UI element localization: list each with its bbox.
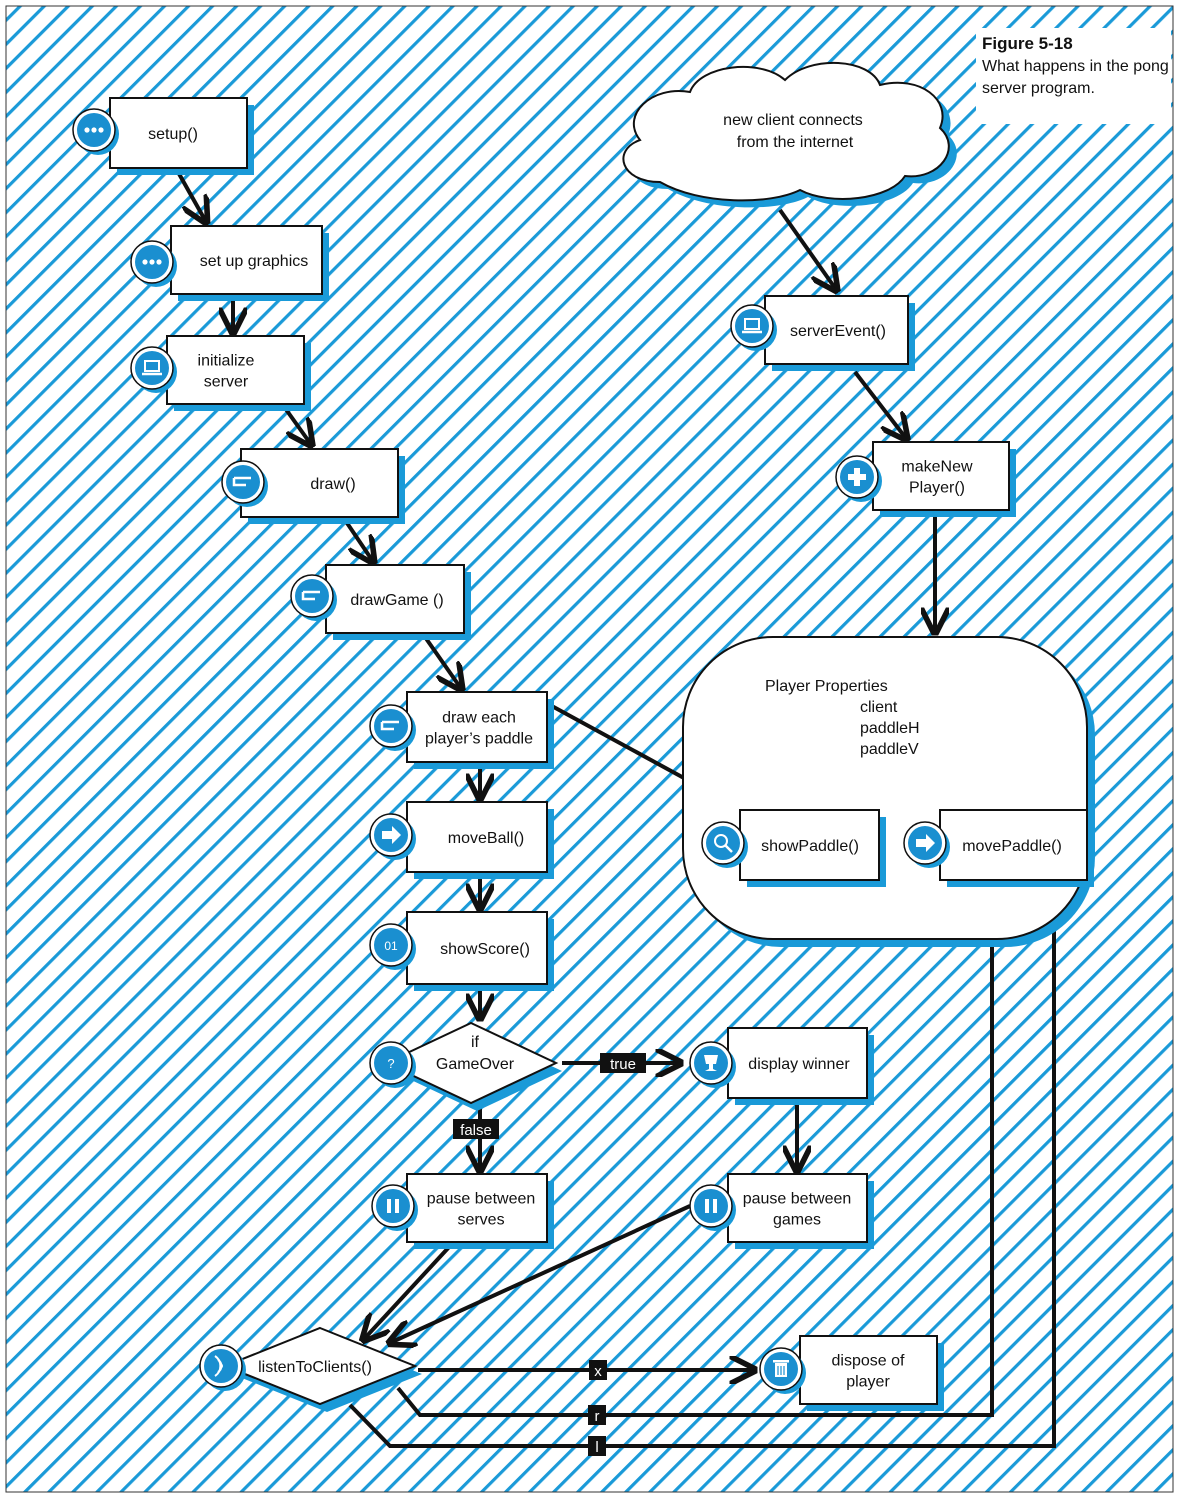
gameover-text-1: if [471, 1034, 480, 1051]
cloud-text-1: new client connects [723, 112, 863, 129]
player-properties-panel: Player Properties client paddleH paddleV [682, 636, 1095, 947]
node-draw-paddle: draw each player’s paddle [369, 691, 554, 769]
trophy-icon [689, 1041, 736, 1088]
node-show-paddle-text-1: showPaddle() [761, 838, 859, 855]
node-pause-games-text-2: games [773, 1212, 821, 1229]
node-draw-paddle-text-2: player’s paddle [425, 731, 533, 748]
nodes-layer: setup() set up graphics initialize server dr… [72, 97, 1094, 1411]
node-pause-games-text-1: pause between [743, 1191, 852, 1208]
node-setup-graphics: set up graphics [130, 225, 329, 301]
node-make-player-text-1: makeNew [901, 459, 973, 476]
binary-icon: 01 [369, 923, 416, 970]
pen-icon [221, 460, 268, 507]
edge-pausegames-listen [392, 1204, 691, 1342]
arrow-right-icon [369, 813, 416, 860]
ellipsis-icon [72, 108, 119, 155]
cloud-node: new client connects from the internet [622, 62, 957, 208]
edge-drawgame-paddle [423, 635, 460, 687]
listen-decision: listenToClients() [222, 1326, 422, 1412]
true-tag [600, 1053, 646, 1073]
node-pause-games: pause between games [689, 1173, 874, 1249]
pen-icon [369, 704, 416, 751]
node-show-score: showScore() 01 [369, 911, 554, 991]
figure-description: What happens in the pong server program. [982, 58, 1169, 97]
player-field-paddleH: paddleH [860, 720, 920, 737]
node-server-event: serverEvent() [730, 295, 915, 371]
node-dispose-text-1: dispose of [832, 1353, 905, 1370]
node-init-server-text-2: server [204, 374, 249, 391]
edge-listen-movepaddle-r [396, 880, 992, 1417]
laptop-icon [130, 346, 177, 393]
node-server-event-text-1: serverEvent() [790, 323, 886, 340]
true-label: true [610, 1056, 636, 1073]
player-field-paddleV: paddleV [860, 741, 919, 758]
laptop-icon [730, 304, 777, 351]
node-init-server: initialize server [130, 335, 311, 411]
false-label: false [460, 1122, 492, 1139]
player-properties-title: Player Properties [765, 678, 888, 695]
listen-text: listenToClients() [258, 1359, 372, 1376]
x-label: x [594, 1363, 602, 1380]
signal-icon [199, 1344, 246, 1391]
l-tag [588, 1436, 606, 1456]
node-pause-serves-text-1: pause between [427, 1191, 536, 1208]
node-display-winner: display winner [689, 1027, 874, 1105]
edge-pauseserves-listen [365, 1244, 452, 1338]
node-dispose-text-2: player [846, 1374, 890, 1391]
arrow-right-icon [903, 821, 950, 868]
node-setup-text-1: setup() [148, 126, 198, 143]
pause-icon [689, 1184, 736, 1231]
pen-icon [290, 574, 337, 621]
edge-cloud-serverevent [778, 208, 835, 288]
node-pause-serves: pause between serves [371, 1173, 554, 1249]
trash-icon [759, 1347, 806, 1394]
edge-serverevent-makeplayer [853, 370, 905, 437]
node-display-winner-text-1: display winner [748, 1056, 850, 1073]
edge-draw-drawgame [343, 518, 372, 560]
node-setup: setup() [72, 97, 254, 175]
r-tag [588, 1405, 606, 1425]
pause-icon [371, 1184, 418, 1231]
node-move-ball: moveBall() [369, 801, 554, 879]
node-move-paddle: movePaddle() [903, 809, 1094, 887]
diagram-frame [5, 5, 1174, 1493]
edge-setup-graphics [176, 171, 205, 220]
ellipsis-icon [130, 240, 177, 287]
gameover-decision: if GameOver [383, 1021, 562, 1111]
node-show-score-text-1: showScore() [440, 941, 530, 958]
false-tag [453, 1119, 499, 1139]
node-draw: draw() [221, 448, 405, 524]
edge-labels: true false x r l [453, 1053, 646, 1456]
l-label: l [595, 1439, 598, 1456]
node-move-paddle-text-1: movePaddle() [962, 838, 1062, 855]
node-draw-game-text-1: drawGame () [350, 592, 443, 609]
node-draw-game: drawGame () [290, 564, 471, 640]
node-draw-text-1: draw() [310, 476, 355, 493]
node-setup-graphics-text-1: set up graphics [200, 253, 309, 270]
edge-listen-movepaddle-l [348, 880, 1054, 1448]
cloud-text-2: from the internet [737, 134, 854, 151]
node-make-player-text-2: Player() [909, 480, 965, 497]
figure-number: Figure 5-18 [982, 34, 1073, 53]
svg-text:?: ? [387, 1056, 394, 1071]
r-label: r [595, 1408, 600, 1425]
magnifier-icon [701, 821, 748, 868]
x-tag [589, 1360, 607, 1380]
plus-icon [835, 455, 882, 502]
figure-caption: Figure 5-18 What happens in the pong ser… [976, 28, 1171, 124]
node-show-paddle: showPaddle() [701, 809, 886, 887]
gameover-text-2: GameOver [436, 1056, 515, 1073]
node-move-ball-text-1: moveBall() [448, 830, 524, 847]
node-dispose: dispose of player [759, 1335, 944, 1411]
svg-text:01: 01 [384, 939, 398, 953]
node-draw-paddle-text-1: draw each [442, 710, 516, 727]
question-icon: ? [369, 1041, 416, 1088]
node-pause-serves-text-2: serves [457, 1212, 504, 1229]
player-field-client: client [860, 699, 898, 716]
edge-init-draw [283, 406, 310, 443]
node-init-server-text-1: initialize [198, 353, 255, 370]
